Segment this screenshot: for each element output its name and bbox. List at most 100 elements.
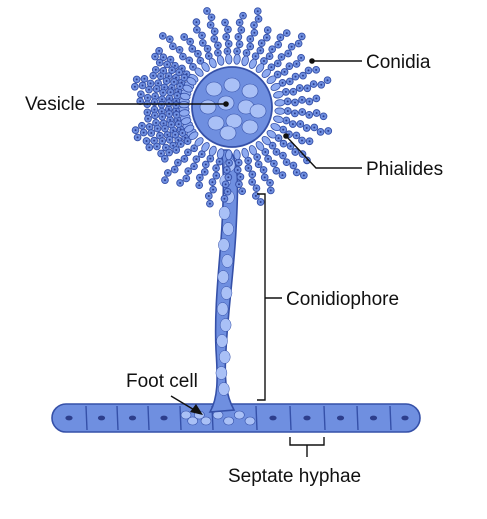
conidium-nucleus — [228, 161, 231, 164]
conidium-nucleus — [275, 169, 278, 172]
phialide — [261, 136, 271, 146]
conidium-nucleus — [299, 122, 302, 125]
hyphae-nucleus — [160, 415, 168, 421]
conidium-nucleus — [204, 163, 207, 166]
phialide — [255, 141, 265, 151]
conidium-nucleus — [253, 24, 256, 27]
conidium-nucleus — [294, 75, 297, 78]
conidium-nucleus — [306, 87, 309, 90]
conidium-nucleus — [288, 133, 291, 136]
hyphae-nucleus — [303, 415, 311, 421]
conidium-nucleus — [237, 35, 240, 38]
conidium-nucleus — [286, 109, 289, 112]
conidium-nucleus — [315, 112, 318, 115]
conidium-nucleus — [207, 55, 210, 58]
phialide — [186, 77, 197, 86]
conidium-nucleus — [203, 170, 206, 173]
vesicle-label: Vesicle — [25, 94, 85, 115]
conidium-nucleus — [264, 151, 267, 154]
vesicle-vacuole — [249, 103, 267, 119]
phialide — [179, 92, 191, 101]
conidium-nucleus — [150, 132, 153, 135]
conidium-nucleus — [198, 184, 201, 187]
conidium-nucleus — [167, 108, 170, 111]
conidium-nucleus — [154, 55, 157, 58]
conidium-nucleus — [207, 195, 210, 198]
conidium-nucleus — [301, 74, 304, 77]
conidium-nucleus — [287, 52, 290, 55]
conidium-nucleus — [292, 164, 295, 167]
conidium-nucleus — [313, 126, 316, 129]
phialide — [182, 84, 193, 93]
foot-cell-arrow-line — [170, 395, 197, 412]
phialides-leader-line — [285, 135, 362, 169]
conidia-label: Conidia — [366, 52, 431, 73]
conidium-nucleus — [153, 114, 156, 117]
conidium-nucleus — [186, 140, 189, 143]
phialide — [188, 131, 199, 141]
hyphae-septum — [116, 405, 119, 431]
conidium-nucleus — [288, 65, 291, 68]
phialide — [194, 67, 204, 77]
conidium-nucleus — [256, 156, 259, 159]
conidium-nucleus — [237, 183, 240, 186]
conidium-nucleus — [283, 70, 286, 73]
conidium-nucleus — [213, 37, 216, 40]
conidium-nucleus — [251, 173, 254, 176]
phialide — [248, 145, 257, 156]
conidium-nucleus — [170, 86, 173, 89]
vesicle-vacuole — [223, 77, 241, 93]
conidium-nucleus — [227, 42, 230, 45]
phialide — [184, 124, 195, 133]
conidium-nucleus — [308, 113, 311, 116]
phialide — [180, 117, 192, 125]
stalk-vacuole — [217, 270, 229, 284]
conidium-nucleus — [174, 133, 177, 136]
conidium-nucleus — [238, 21, 241, 24]
conidium-nucleus — [226, 28, 229, 31]
conidium-nucleus — [200, 34, 203, 37]
conidium-nucleus — [173, 168, 176, 171]
conidium-nucleus — [215, 174, 218, 177]
conidium-nucleus — [191, 47, 194, 50]
conidium-nucleus — [291, 123, 294, 126]
conidium-nucleus — [156, 127, 159, 130]
conidium-nucleus — [139, 93, 142, 96]
conidium-nucleus — [272, 162, 275, 165]
conidium-nucleus — [168, 151, 171, 154]
conidium-nucleus — [178, 48, 181, 51]
conidium-nucleus — [281, 81, 284, 84]
stalk-vacuole — [216, 302, 229, 316]
conidium-nucleus — [175, 148, 178, 151]
conidium-nucleus — [308, 100, 311, 103]
conidium-nucleus — [225, 35, 228, 38]
conidium-nucleus — [275, 150, 278, 153]
conidium-nucleus — [277, 43, 280, 46]
conidium-nucleus — [308, 140, 311, 143]
conidium-nucleus — [198, 176, 201, 179]
vesicle-vacuole — [219, 125, 237, 141]
vesicle-pointer-dot — [223, 101, 229, 107]
conidium-nucleus — [147, 117, 150, 120]
conidium-nucleus — [225, 168, 228, 171]
conidium-nucleus — [307, 69, 310, 72]
conidium-nucleus — [249, 45, 252, 48]
hyphae-nucleus — [128, 415, 137, 421]
hyphae-septum — [389, 405, 392, 431]
stalk-vacuole — [221, 254, 234, 268]
conidium-nucleus — [242, 14, 245, 17]
conidium-nucleus — [288, 80, 291, 83]
phialide — [216, 148, 225, 159]
conidium-nucleus — [285, 161, 288, 164]
conidium-nucleus — [176, 94, 179, 97]
conidium-nucleus — [133, 85, 136, 88]
conidium-nucleus — [301, 139, 304, 142]
conidium-nucleus — [226, 50, 229, 53]
conidium-nucleus — [284, 90, 287, 93]
conidium-nucleus — [155, 145, 158, 148]
foot-cell-vacuole — [180, 410, 192, 420]
phialide — [216, 55, 225, 66]
phialide — [201, 62, 210, 72]
conidium-nucleus — [168, 38, 171, 41]
